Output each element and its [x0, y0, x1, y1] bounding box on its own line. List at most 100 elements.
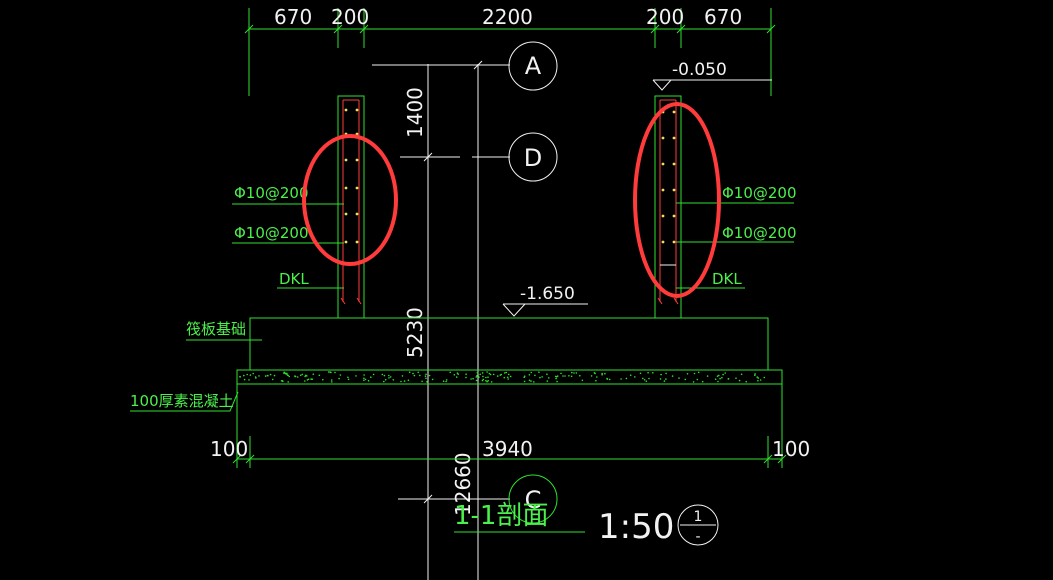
hatch-dot — [254, 376, 257, 378]
hatch-dot — [717, 380, 719, 383]
hatch-dot — [590, 375, 593, 377]
hatch-dot — [604, 372, 606, 375]
hatch-dot — [570, 375, 573, 378]
hatch-dot — [719, 377, 721, 380]
hatch-dot — [475, 376, 478, 378]
hatch-dot — [507, 378, 510, 380]
hatch-dot — [490, 381, 493, 383]
bottom-dimension-chain — [232, 384, 787, 468]
hatch-dot — [548, 377, 550, 379]
hatch-dot — [288, 375, 291, 378]
hatch-dot — [745, 380, 747, 383]
hatch-dot — [718, 374, 720, 377]
section-ref-symbol — [677, 504, 719, 546]
hatch-dot — [595, 379, 597, 382]
hatch-dot — [506, 376, 509, 379]
rebar-leaders-right — [676, 202, 794, 243]
hatch-dot — [568, 375, 570, 377]
hatch-dot — [243, 378, 246, 381]
hatch-dot — [425, 377, 427, 380]
hatch-dot — [327, 371, 330, 373]
hatch-dot — [457, 373, 460, 376]
hatch-dot — [555, 375, 558, 378]
hatch-dot — [507, 373, 510, 376]
hatch-dot — [643, 379, 646, 381]
elevation-mark-mid — [502, 303, 588, 317]
hatch-dot — [472, 377, 474, 380]
hatch-dot — [364, 378, 367, 381]
hatch-dot — [400, 380, 402, 383]
dim-top-200-left: 200 — [331, 5, 369, 29]
hatch-dot — [696, 378, 699, 381]
hatch-dot — [339, 374, 342, 376]
hatch-dot — [716, 375, 719, 378]
raft-foundation-slab[interactable] — [249, 317, 769, 371]
axis-bubble-c[interactable]: C — [508, 474, 558, 524]
hatch-dot — [331, 381, 333, 383]
hatch-dot — [505, 371, 508, 374]
raft-label: 筏板基础 — [186, 320, 246, 338]
hatch-dot — [269, 373, 272, 376]
left-wall[interactable] — [337, 95, 365, 319]
hatch-dot — [606, 378, 609, 380]
hatch-dot — [476, 375, 478, 377]
hatch-dot — [421, 380, 423, 383]
dim-vertical-1400: 1400 — [403, 87, 427, 138]
hatch-dot — [684, 378, 687, 381]
hatch-dot — [481, 379, 484, 382]
hatch-dot — [486, 371, 488, 373]
hatch-dot — [388, 374, 390, 377]
hatch-dot — [355, 375, 357, 377]
hatch-dot — [528, 374, 531, 376]
hatch-dot — [499, 374, 502, 376]
hatch-dot — [504, 372, 506, 374]
hatch-dot — [389, 376, 392, 378]
hatch-dot — [555, 377, 557, 380]
hatch-dot — [310, 378, 312, 380]
hatch-dot — [287, 381, 290, 383]
dim-top-200-right: 200 — [646, 5, 684, 29]
dkl-label-right: DKL — [712, 270, 742, 288]
hatch-dot — [601, 374, 603, 376]
hatch-dot — [481, 372, 484, 374]
elevation-mark-top — [652, 79, 772, 91]
highlight-ellipse-left[interactable] — [302, 134, 398, 266]
hatch-dot — [503, 376, 506, 379]
hatch-dot — [596, 376, 598, 378]
hatch-dot — [479, 373, 482, 376]
hatch-dot — [392, 379, 395, 381]
hatch-dot — [523, 380, 526, 383]
dim-vertical-12660: 12660 — [451, 452, 475, 516]
hatch-dot — [601, 372, 603, 375]
hatch-dot — [482, 375, 484, 378]
hatch-dot — [645, 380, 648, 383]
hatch-dot — [428, 374, 431, 377]
hatch-dot — [530, 371, 533, 374]
hatch-dot — [486, 380, 488, 383]
axis-label-d: D — [524, 144, 542, 172]
hatch-dot — [714, 378, 717, 381]
hatch-dot — [642, 377, 644, 380]
concrete-bedding-layer[interactable] — [236, 369, 783, 385]
hatch-dot — [546, 380, 549, 382]
hatch-dot — [665, 378, 667, 380]
hatch-dot — [608, 378, 611, 381]
dkl-label-left: DKL — [279, 270, 309, 288]
hatch-dot — [239, 375, 241, 378]
axis-label-c: C — [525, 486, 542, 514]
hatch-dot — [594, 372, 596, 375]
hatch-dot — [445, 379, 448, 381]
hatch-dot — [485, 379, 487, 382]
hatch-dot — [528, 379, 531, 382]
hatch-dot — [477, 372, 479, 374]
hatch-dot — [407, 379, 410, 382]
hatch-dot — [330, 379, 333, 381]
hatch-dot — [533, 381, 535, 383]
hatch-dot — [449, 371, 452, 374]
axis-bubble-a[interactable]: A — [508, 41, 558, 91]
highlight-ellipse-right[interactable] — [633, 102, 721, 298]
axis-bubble-d[interactable]: D — [508, 132, 558, 182]
hatch-dot — [740, 373, 743, 376]
hatch-dot — [538, 371, 540, 374]
